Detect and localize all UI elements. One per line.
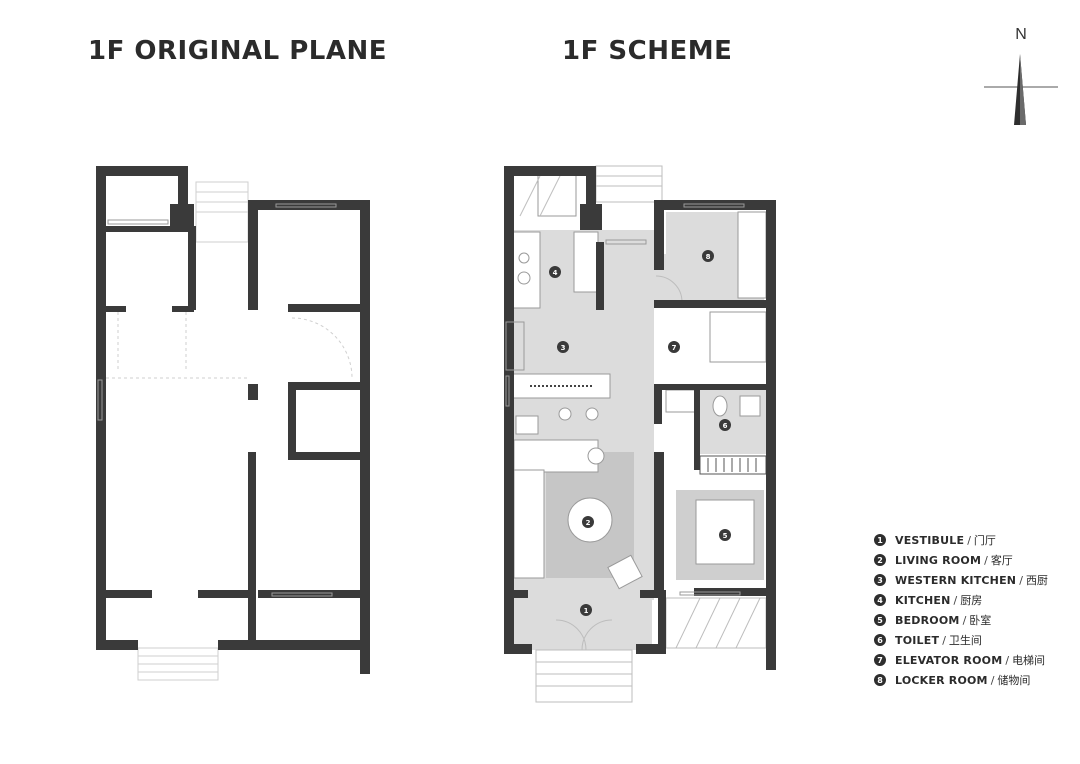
legend-number: 1 <box>874 534 886 546</box>
legend-number: 4 <box>874 594 886 606</box>
legend-separator: / <box>1019 573 1023 587</box>
legend-number: 2 <box>874 554 886 566</box>
svg-text:8: 8 <box>706 253 711 261</box>
north-arrow: N <box>982 26 1060 130</box>
legend-separator: / <box>990 673 995 687</box>
legend-number: 6 <box>874 634 886 646</box>
svg-text:3: 3 <box>561 344 566 352</box>
legend-label-en: BEDROOM <box>895 613 960 627</box>
legend-label-cn: 厨房 <box>960 594 983 607</box>
legend-label-en: TOILET <box>895 633 940 647</box>
legend-label-cn: 卧室 <box>969 614 992 627</box>
svg-text:5: 5 <box>723 532 728 540</box>
legend-item: 5 BEDROOM/卧室 <box>874 610 1074 630</box>
legend-item: 6 TOILET/卫生间 <box>874 630 1074 650</box>
svg-text:4: 4 <box>553 269 558 277</box>
legend-item: 1 VESTIBULE/门厅 <box>874 530 1074 550</box>
legend-separator: / <box>1005 653 1010 667</box>
legend-separator: / <box>953 593 958 607</box>
legend-separator: / <box>962 613 967 627</box>
svg-text:6: 6 <box>723 422 728 430</box>
legend-label-cn: 客厅 <box>990 554 1013 567</box>
legend-separator: / <box>967 533 971 547</box>
legend-item: 4 KITCHEN/厨房 <box>874 590 1074 610</box>
legend-number: 3 <box>874 574 886 586</box>
legend-label-en: LOCKER ROOM <box>895 673 988 687</box>
legend-separator: / <box>984 553 988 567</box>
legend-number: 8 <box>874 674 886 686</box>
legend-label-en: LIVING ROOM <box>895 553 982 567</box>
legend-label-en: ELEVATOR ROOM <box>895 653 1003 667</box>
legend-label-cn: 储物间 <box>997 674 1031 687</box>
legend-item: 2 LIVING ROOM/客厅 <box>874 550 1074 570</box>
legend-label-cn: 门厅 <box>973 534 996 547</box>
legend-item: 3 WESTERN KITCHEN/西厨 <box>874 570 1074 590</box>
svg-text:2: 2 <box>586 519 591 527</box>
legend-number: 5 <box>874 614 886 626</box>
legend-label-cn: 卫生间 <box>948 634 982 647</box>
legend-label-cn: 电梯间 <box>1012 654 1046 667</box>
legend-separator: / <box>942 633 946 647</box>
legend-item: 8 LOCKER ROOM/储物间 <box>874 670 1074 690</box>
svg-text:1: 1 <box>584 607 589 615</box>
svg-text:7: 7 <box>672 344 677 352</box>
north-arrow-icon <box>984 54 1058 125</box>
scheme-plan-title: 1F SCHEME <box>562 36 733 66</box>
north-label: N <box>1015 26 1027 43</box>
legend-label-en: WESTERN KITCHEN <box>895 573 1017 587</box>
legend-number: 7 <box>874 654 886 666</box>
legend-label-en: KITCHEN <box>895 593 951 607</box>
original-plan-title: 1F ORIGINAL PLANE <box>88 36 387 66</box>
legend-item: 7 ELEVATOR ROOM/电梯间 <box>874 650 1074 670</box>
legend-label-cn: 西厨 <box>1025 574 1048 587</box>
legend-label-en: VESTIBULE <box>895 533 965 547</box>
